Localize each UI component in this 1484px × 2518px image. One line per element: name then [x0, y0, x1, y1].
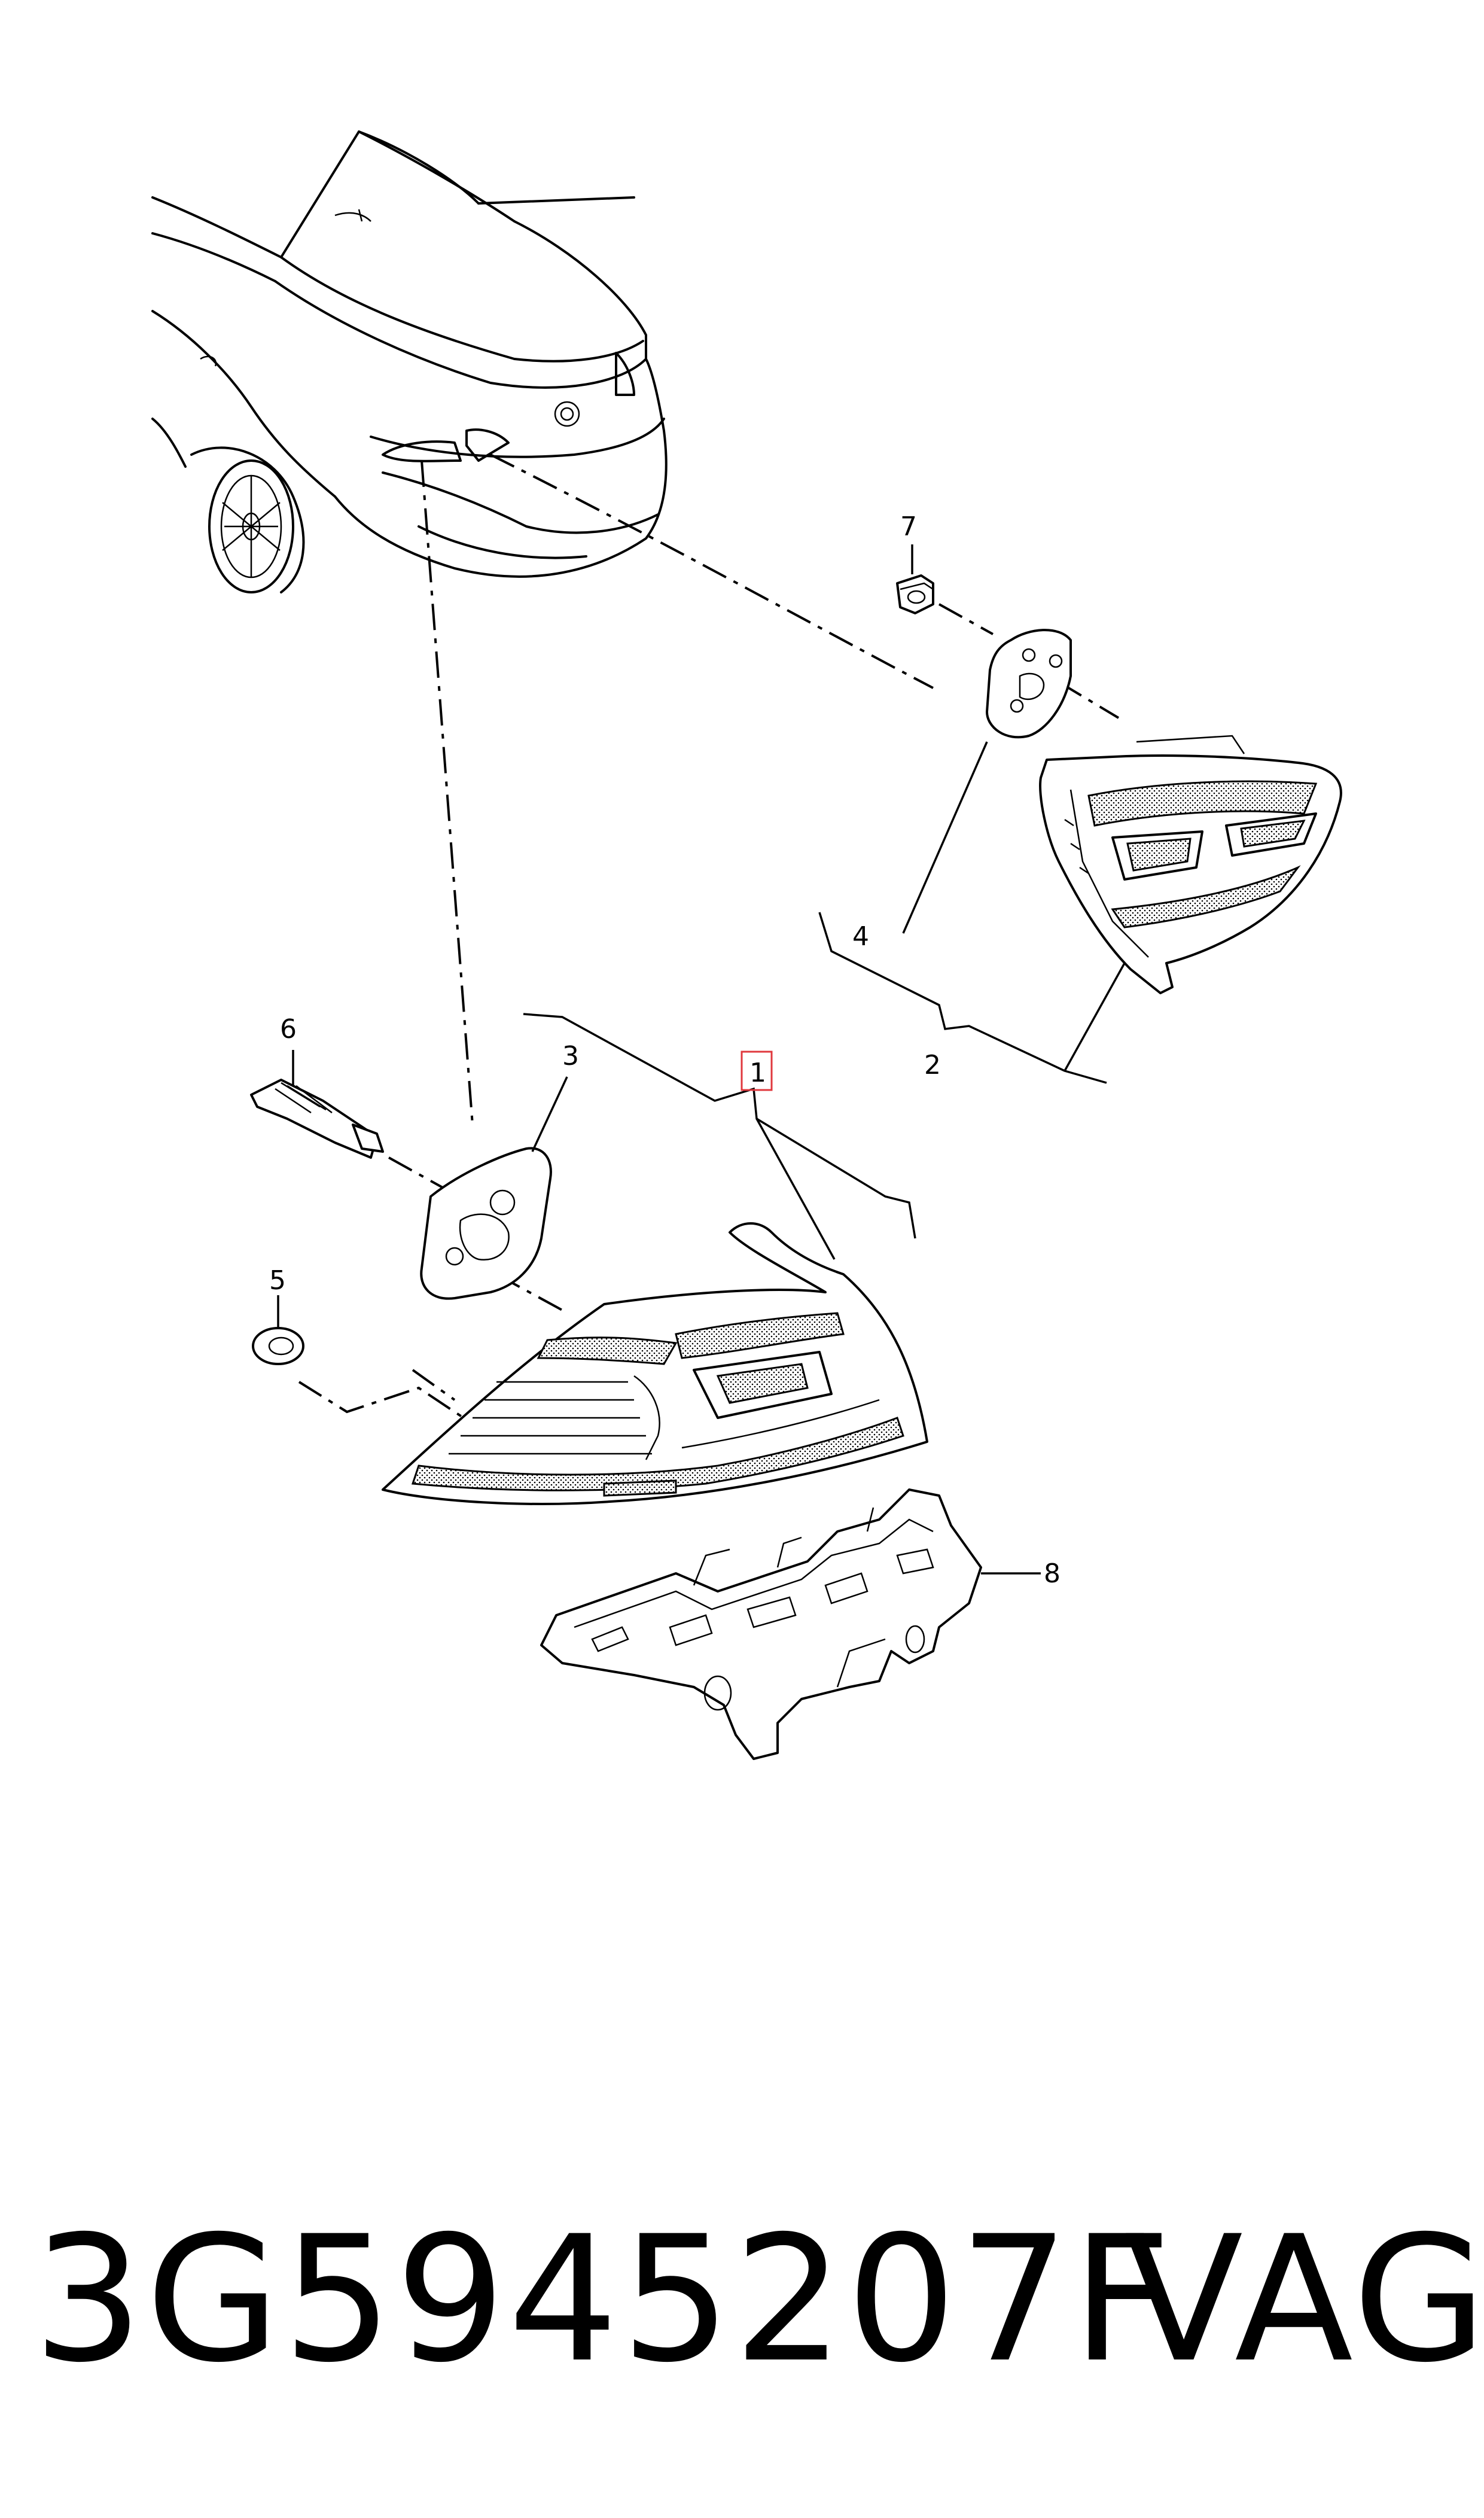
callout-5: 5 — [269, 1265, 286, 1296]
part-1-outer-tail-lamp — [382, 1222, 928, 1505]
callout-leaders — [277, 544, 1126, 1575]
part-number: 3G5945207F — [33, 2199, 1174, 2401]
callout-4: 4 — [852, 921, 869, 952]
part-5-grommet — [252, 1327, 304, 1365]
callout-6: 6 — [280, 1014, 297, 1045]
part-7-nut — [896, 574, 934, 614]
callout-labels: 1 2 3 4 5 6 7 8 — [269, 511, 1061, 1589]
callout-8: 8 — [1044, 1558, 1061, 1589]
callout-7: 7 — [900, 511, 917, 542]
callout-1-highlight — [741, 1051, 773, 1091]
vehicle-rear-illustration — [151, 130, 668, 593]
part-6-bolt — [250, 1079, 384, 1159]
callout-2: 2 — [924, 1050, 941, 1080]
part-4-gasket — [986, 629, 1072, 739]
callout-3: 3 — [562, 1041, 579, 1071]
part-3-gasket — [420, 1147, 552, 1300]
part-2-inner-tail-lamp — [1039, 735, 1342, 994]
exploded-parts-diagram: 1 2 3 4 5 6 7 8 — [151, 130, 1342, 1760]
brand-label: VAG — [1125, 2199, 1484, 2401]
callout-1: 1 — [749, 1058, 766, 1088]
part-8-bracket — [540, 1488, 982, 1760]
